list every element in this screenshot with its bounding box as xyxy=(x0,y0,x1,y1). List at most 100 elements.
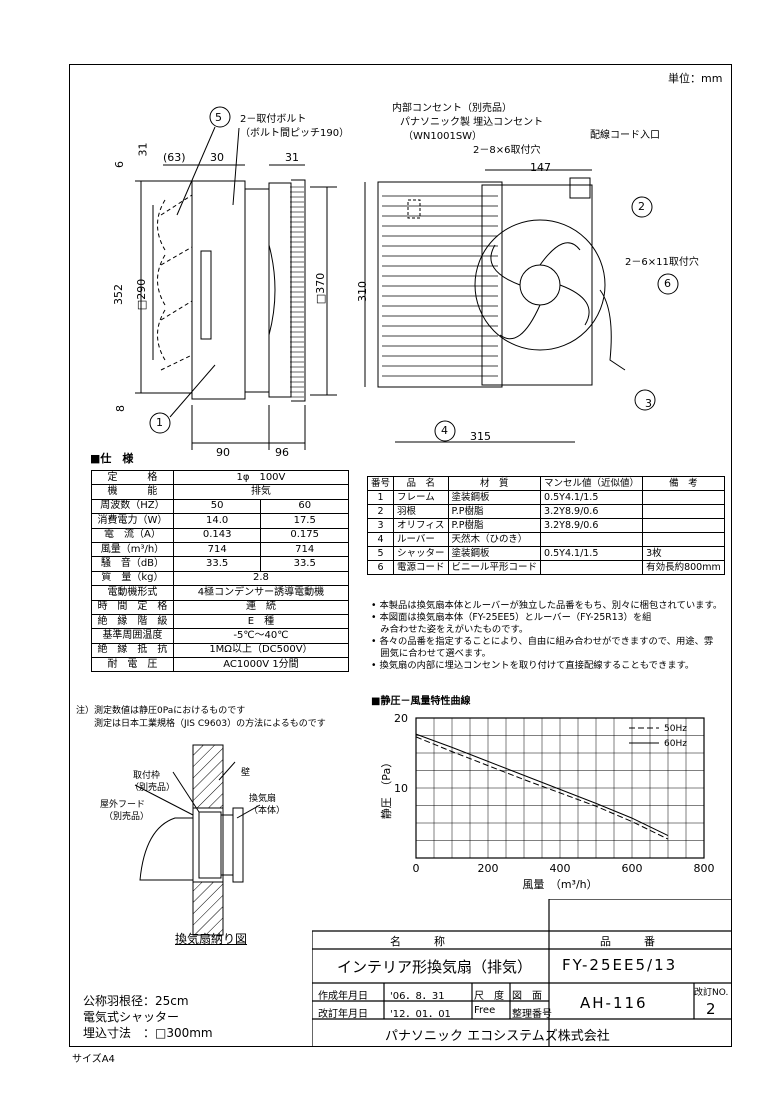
unit-label: 単位：mm xyxy=(668,72,723,85)
parts-header: マンセル値（近似値） xyxy=(540,476,644,491)
holes-note-6: 2－8×6取付穴 xyxy=(473,145,541,156)
spec-label: 機 能 xyxy=(91,484,174,500)
note-line: • 換気扇の内部に埋込コンセントを取り付けて直接配線することもできます。 xyxy=(371,660,695,671)
dim-310: 310 xyxy=(356,281,369,302)
parts-cell: 羽根 xyxy=(393,504,449,519)
curve-heading: ■静圧－風量特性曲線 xyxy=(371,696,471,707)
spec-value-v2: 33.5 xyxy=(260,556,349,572)
company-name: パナソニック エコシステムズ株式会社 xyxy=(385,1029,610,1044)
spec-label: 電動機形式 xyxy=(91,585,174,601)
spec-row: 時 間 定 格連 続 xyxy=(91,599,350,615)
spec-value-v2: 714 xyxy=(260,541,349,558)
dim-290: □290 xyxy=(135,278,149,311)
dim-370: □370 xyxy=(314,272,328,305)
dim-31-top: 31 xyxy=(285,151,299,164)
callout-4: 4 xyxy=(441,424,448,437)
parts-cell: 2 xyxy=(366,504,395,519)
parts-cell: 電源コード xyxy=(393,560,449,575)
revision-label: 改訂NO. xyxy=(694,988,729,998)
parts-cell: ルーバー xyxy=(393,532,449,547)
x-axis-label: 風量 （m³/h） xyxy=(522,878,597,891)
dim-147: 147 xyxy=(530,161,551,174)
cord-inlet-note: 配線コード入口 xyxy=(590,130,660,141)
parts-cell: ビニール平形コード xyxy=(447,560,542,575)
parts-cell: 5 xyxy=(366,546,395,561)
parts-cell: 3.2Y8.9/0.6 xyxy=(540,518,644,533)
spec-value: 1MΩ以上（DC500V） xyxy=(172,642,350,659)
parts-cell xyxy=(540,560,644,575)
y-axis-label: 静圧 （Pa） xyxy=(379,757,393,819)
spec-value-v1: 50 xyxy=(172,498,262,515)
dim-96: 96 xyxy=(275,446,289,459)
name-header: 名 称 xyxy=(390,935,445,948)
parts-cell: フレーム xyxy=(393,490,449,505)
front-view-drawing xyxy=(364,169,679,443)
spec-value-v2: 17.5 xyxy=(260,513,349,529)
dim-90: 90 xyxy=(216,446,230,459)
note-line: • 本図面は換気扇本体（FY-25EE5）とルーバー（FY-25R13）を組 xyxy=(371,612,652,623)
parts-cell: 3 xyxy=(366,518,395,533)
drawing-no-label-2: 整理番号 xyxy=(512,1009,552,1020)
scale-label: 尺 度 xyxy=(474,991,504,1002)
parts-cell xyxy=(642,532,725,547)
product-model: FY-25EE5/13 xyxy=(562,956,678,974)
spec-value: 連 続 xyxy=(172,599,350,615)
title-block-grid xyxy=(312,899,732,1047)
series-line-50Hz xyxy=(415,736,669,840)
spec-value: 1φ 100V xyxy=(172,469,350,486)
created-label: 作成年月日 xyxy=(318,991,368,1002)
spec-value: 2.8 xyxy=(172,570,350,587)
parts-cell: 4 xyxy=(366,532,395,547)
side-view-drawing xyxy=(135,106,337,450)
installation-diagram xyxy=(134,744,261,936)
embed-size: 埋込寸法 ：□300mm xyxy=(83,1026,213,1040)
dim-63: (63) xyxy=(163,151,186,164)
parts-header: 材 質 xyxy=(447,476,542,491)
x-tick-label: 0 xyxy=(413,862,420,875)
spec-label: 基準周囲温度 xyxy=(91,628,174,644)
drawing-number: AH-116 xyxy=(580,994,648,1012)
parts-cell xyxy=(642,504,725,519)
callout-6: 6 xyxy=(664,277,671,290)
spec-value: 排気 xyxy=(172,484,350,500)
spec-label: 時 間 定 格 xyxy=(91,599,174,615)
spec-value-v1: 33.5 xyxy=(172,556,262,572)
x-tick-label: 600 xyxy=(622,862,643,875)
parts-cell: 0.5Y4.1/1.5 xyxy=(540,546,644,561)
parts-cell: 塗装鋼板 xyxy=(447,490,542,505)
y-tick-label: 20 xyxy=(394,712,408,725)
callout-2: 2 xyxy=(638,200,645,213)
dim-315: 315 xyxy=(470,430,491,443)
revised-label: 改訂年月日 xyxy=(318,1009,368,1020)
spec-label: 質 量（kg） xyxy=(91,570,174,587)
spec-label: 風量（m³/h） xyxy=(91,541,174,558)
spec-value-v2: 60 xyxy=(260,498,349,515)
spec-label: 耐 電 圧 xyxy=(91,657,174,673)
bolt-note-2: （ボルト間ピッチ190） xyxy=(240,128,350,139)
legend-label: 60Hz xyxy=(664,739,687,749)
spec-value: -5℃～40℃ xyxy=(172,628,350,644)
spec-value: E 種 xyxy=(172,613,350,630)
spec-label: 消費電力（W） xyxy=(91,513,174,529)
dim-31-left: 31 xyxy=(136,142,150,157)
outlet-note-3: （WN1001SW） xyxy=(403,131,483,142)
note-line: • 各々の品番を指定することにより、自由に組み合わせができますので、用途、雰 xyxy=(371,636,714,647)
series-line-60Hz xyxy=(415,733,669,837)
note-line: • 本製品は換気扇本体とルーバーが独立した品番をもち、別々に梱包されています。 xyxy=(371,600,723,611)
paper-size: サイズA4 xyxy=(72,1054,115,1065)
model-header: 品 番 xyxy=(600,935,655,948)
spec-row: 基準周囲温度-5℃～40℃ xyxy=(91,628,350,644)
drawing-no-label-1: 図 面 xyxy=(512,991,542,1002)
